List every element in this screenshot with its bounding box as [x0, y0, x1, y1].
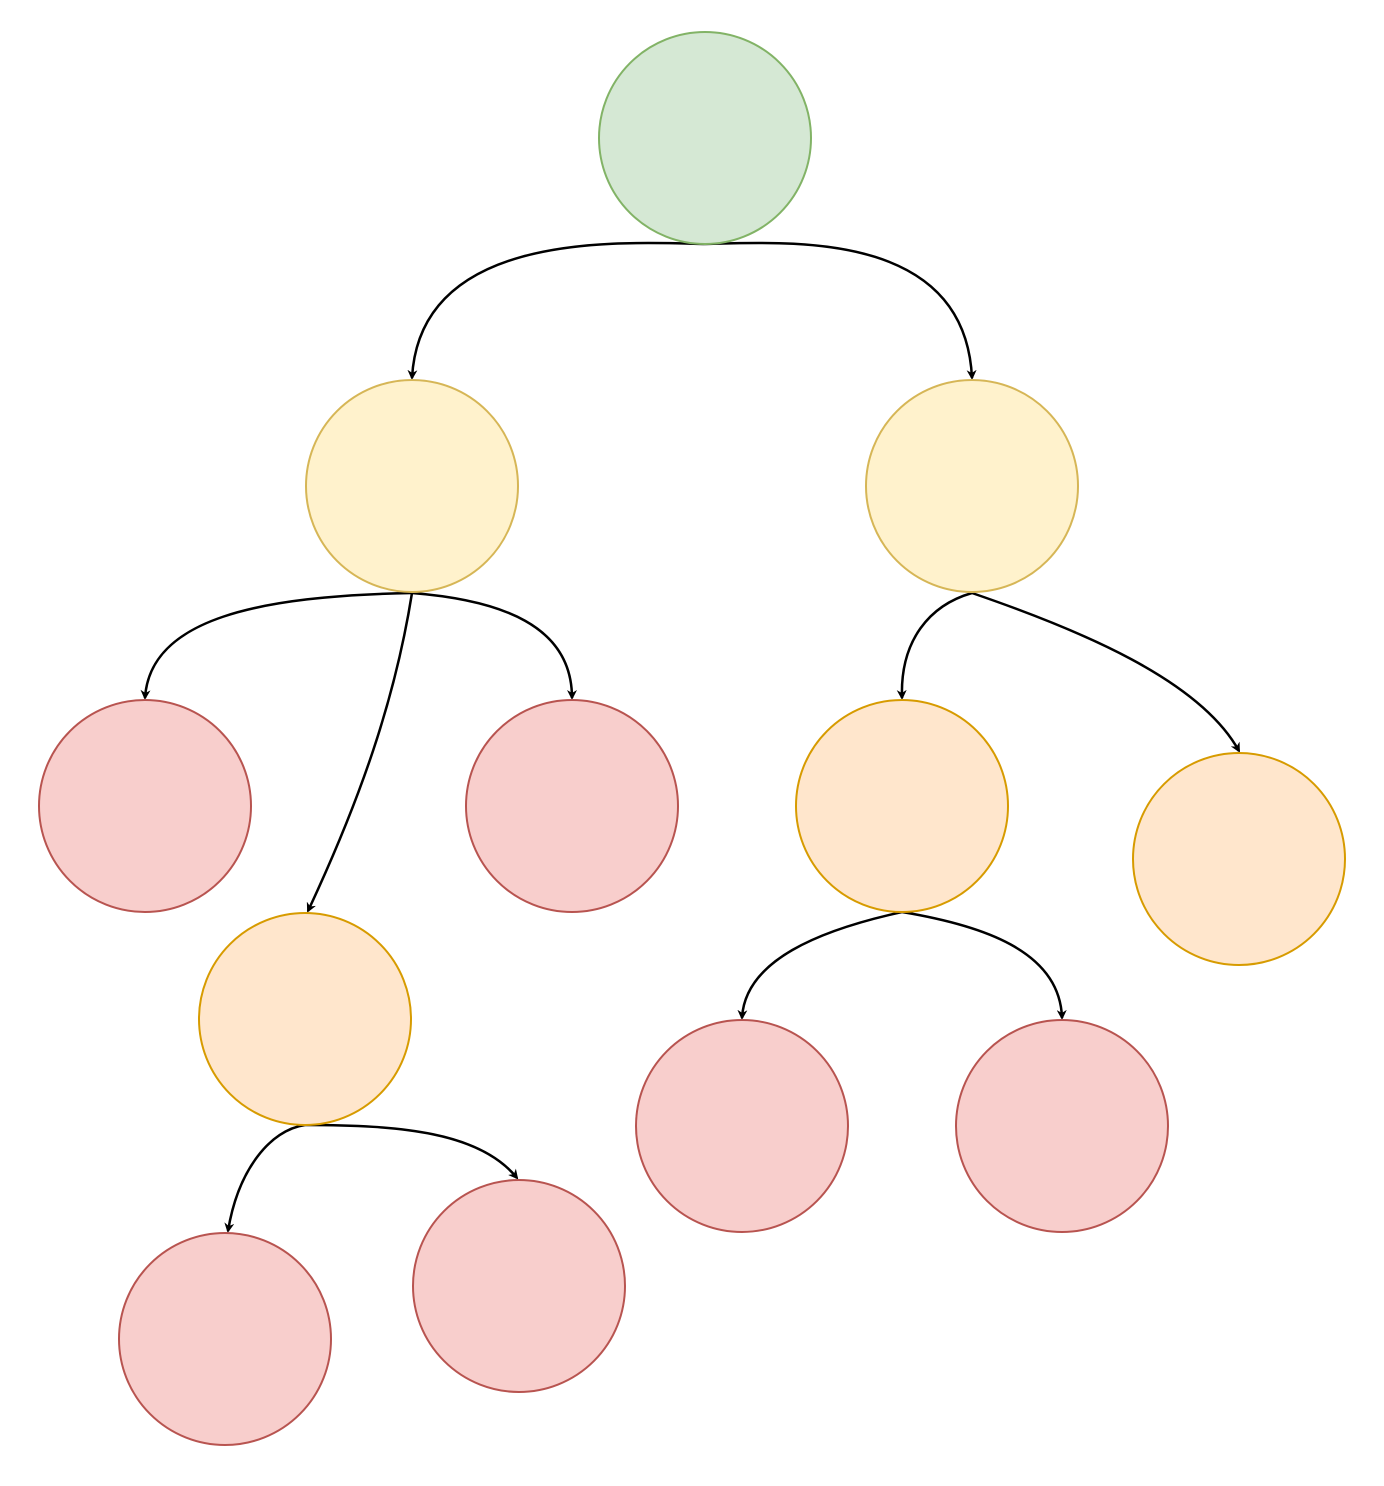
node-circle-o1 [198, 912, 412, 1126]
edge-root-y2 [704, 241, 977, 380]
node-o2 [795, 699, 1009, 913]
node-y1 [305, 379, 519, 593]
node-o3 [1132, 752, 1346, 966]
node-circle-o2 [795, 699, 1009, 913]
node-r5 [635, 1019, 849, 1233]
node-root [598, 31, 812, 245]
edge-y1-o1 [306, 592, 414, 913]
edge-y2-o2 [896, 591, 973, 700]
edge-o1-r3 [224, 1123, 306, 1233]
node-circle-r1 [38, 699, 252, 913]
node-circle-r4 [412, 1179, 626, 1393]
node-circle-r6 [955, 1019, 1169, 1233]
edge-y2-o3 [971, 591, 1241, 753]
nodes-layer [38, 31, 1346, 1446]
node-r1 [38, 699, 252, 913]
node-circle-y1 [305, 379, 519, 593]
edge-y1-r2 [411, 591, 577, 700]
edge-o1-r4 [304, 1123, 519, 1180]
edges-layer [140, 241, 1241, 1233]
edge-o2-r5 [737, 910, 903, 1020]
node-circle-o3 [1132, 752, 1346, 966]
node-circle-r3 [118, 1232, 332, 1446]
node-circle-r5 [635, 1019, 849, 1233]
node-r2 [465, 699, 679, 913]
edge-root-y1 [407, 241, 706, 380]
node-y2 [865, 379, 1079, 593]
edge-y1-r1 [140, 591, 413, 700]
node-r6 [955, 1019, 1169, 1233]
node-circle-r2 [465, 699, 679, 913]
node-o1 [198, 912, 412, 1126]
node-circle-y2 [865, 379, 1079, 593]
node-r4 [412, 1179, 626, 1393]
node-r3 [118, 1232, 332, 1446]
edge-o2-r6 [901, 910, 1067, 1020]
node-circle-root [598, 31, 812, 245]
